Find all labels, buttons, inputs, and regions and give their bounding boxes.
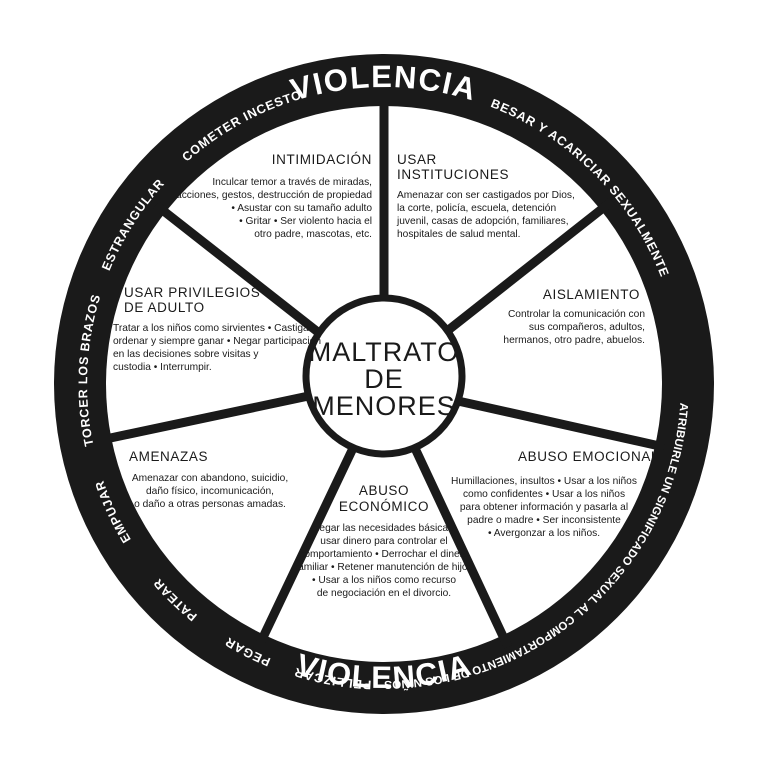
segment-body-line: hermanos, otro padre, abuelos.	[503, 335, 645, 346]
spoke	[408, 442, 513, 649]
segment-intimidacion: INTIMIDACIÓN Inculcar temor a través de …	[176, 152, 372, 240]
segment-body-line: juvenil, casas de adopción, familiares,	[396, 216, 569, 227]
segment-body-line: o daño a otras personas amadas.	[134, 499, 286, 510]
spokes	[100, 92, 665, 652]
segment-abuso-emocional: ABUSO EMOCIONAL Humillaciones, insultos …	[451, 449, 659, 539]
segment-body-line: hospitales de salud mental.	[397, 229, 520, 240]
segment-usar-instituciones: USAR INSTITUCIONES Amenazar con ser cast…	[396, 152, 575, 240]
center-title-line: MALTRATO	[309, 337, 460, 367]
segment-body-line: la corte, policía, escuela, detención	[397, 203, 556, 214]
segment-body-line: Humillaciones, insultos • Usar a los niñ…	[451, 476, 637, 487]
segment-aislamiento: AISLAMIENTO Controlar la comunicación co…	[503, 287, 645, 346]
segment-title: INSTITUCIONES	[397, 167, 509, 182]
segment-body-line: usar dinero para controlar el	[320, 536, 447, 547]
segment-body-line: familiar • Retener manutención de hijos	[295, 562, 472, 573]
segment-body-line: ordenar y siempre ganar • Negar particip…	[113, 336, 321, 347]
segment-body-line: Tratar a los niños como sirvientes • Cas…	[113, 323, 314, 334]
segment-title: USAR	[397, 152, 437, 167]
segment-body-line: • Usar a los niños como recurso	[312, 575, 456, 586]
spoke	[448, 394, 665, 452]
segment-body-line: • Asustar con su tamaño adulto	[231, 203, 372, 214]
segment-body-line: sus compañeros, adultos,	[529, 322, 645, 333]
segment-abuso-economico: ABUSO ECONÓMICO Negar las necesidades bá…	[295, 483, 472, 599]
segment-body-line: custodia • Interrumpir.	[113, 362, 212, 373]
center-hub	[302, 294, 466, 458]
segment-title: AISLAMIENTO	[543, 287, 640, 302]
segment-body-line: otro padre, mascotas, etc.	[254, 229, 372, 240]
center-title-line: DE	[364, 364, 404, 394]
segment-body-line: acciones, gestos, destrucción de propied…	[176, 190, 372, 201]
segment-body-line: • Gritar • Ser violento hacia el	[239, 216, 372, 227]
segment-body-line: Amenazar con abandono, suicidio,	[132, 473, 288, 484]
segment-body-line: Amenazar con ser castigados por Dios,	[397, 190, 575, 201]
segment-body-line: de negociación en el divorcio.	[317, 588, 451, 599]
segment-amenazas: AMENAZAS Amenazar con abandono, suicidio…	[129, 449, 288, 510]
segment-body-line: para obtener información y pasarla al	[460, 502, 628, 513]
center-title: MALTRATO DE MENORES	[309, 337, 460, 421]
spoke	[100, 389, 319, 445]
segment-title: INTIMIDACIÓN	[272, 152, 372, 167]
segment-title: AMENAZAS	[129, 449, 208, 464]
segment-body-line: daño físico, incomunicación,	[146, 486, 274, 497]
segment-title: ABUSO	[359, 483, 409, 498]
segment-body-line: en las decisiones sobre visitas y	[113, 349, 259, 360]
segment-body-line: Inculcar temor a través de miradas,	[212, 177, 372, 188]
segment-body-line: como confidentes • Usar a los niños	[463, 489, 625, 500]
segment-body-line: Negar las necesidades básicas,	[312, 523, 456, 534]
center-title-line: MENORES	[312, 391, 456, 421]
spoke	[434, 197, 615, 343]
segment-title: ECONÓMICO	[339, 499, 429, 514]
segment-body-line: Controlar la comunicación con	[508, 309, 645, 320]
segment-title: ABUSO EMOCIONAL	[518, 449, 659, 464]
segment-body-line: comportamiento • Derrochar el dinero	[299, 549, 469, 560]
segment-title: USAR PRIVILEGIOS	[124, 285, 260, 300]
segment-usar-privilegios: USAR PRIVILEGIOS DE ADULTO Tratar a los …	[113, 285, 321, 373]
segment-title: DE ADULTO	[124, 300, 205, 315]
segment-body-line: • Avergonzar a los niños.	[488, 528, 600, 539]
segment-body-line: padre o madre • Ser inconsistente	[467, 515, 621, 526]
spoke	[252, 442, 360, 652]
spoke	[153, 201, 331, 344]
